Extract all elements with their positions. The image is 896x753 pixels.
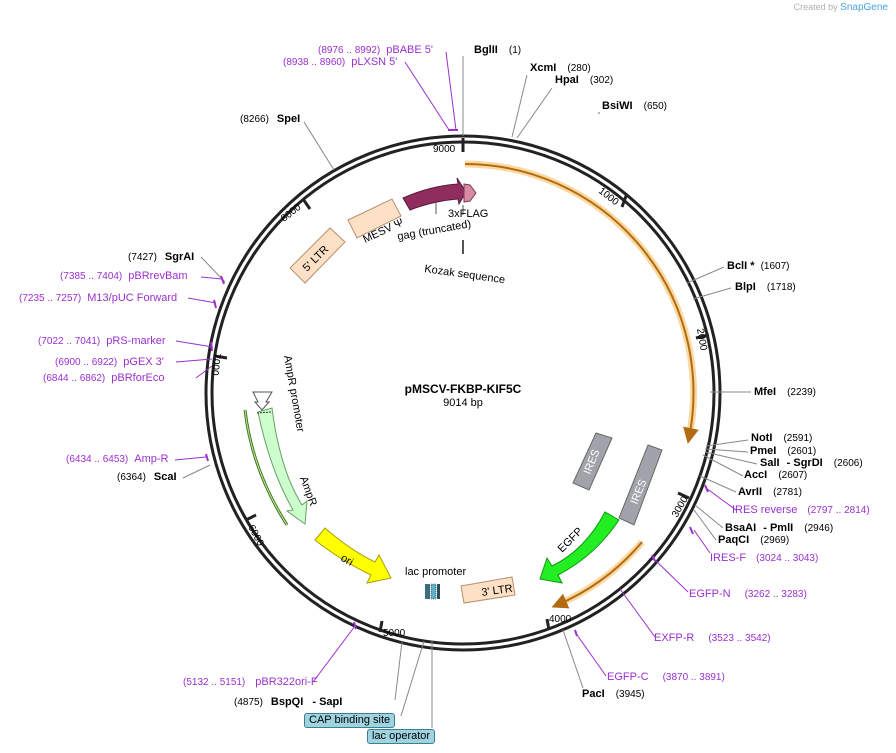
tick-4000: 4000: [549, 614, 572, 625]
ires-box-inner[interactable]: [572, 432, 613, 491]
credit-prefix: Created by: [793, 2, 838, 12]
plasmid-length: 9014 bp: [443, 397, 483, 409]
enzyme-bcli[interactable]: BclI * (1607): [727, 260, 790, 272]
enzyme-blpi[interactable]: BlpI (1718): [735, 281, 796, 293]
primer-egfp-c[interactable]: EGFP-C(3870 .. 3891): [607, 671, 725, 683]
lac-promoter-mark-a[interactable]: [425, 584, 430, 599]
enzyme-scai[interactable]: (6364)ScaI: [117, 471, 177, 483]
cds-arc-lower[interactable]: [551, 541, 643, 609]
tick-7000: 7000: [209, 353, 222, 377]
flag-arrow[interactable]: [463, 183, 477, 203]
cds-arc-upper[interactable]: [464, 163, 699, 444]
primer-pbrforeco[interactable]: (6844 .. 6862)pBRforEco: [43, 372, 165, 384]
ltr3-box[interactable]: [460, 576, 516, 604]
primer-ires-reverse[interactable]: IRES reverse(2797 .. 2814): [732, 504, 870, 516]
primer-prs-marker[interactable]: (7022 .. 7041)pRS-marker: [38, 335, 166, 347]
enzyme-sgrai[interactable]: (7427)SgrAI: [128, 251, 195, 263]
ampr-promoter-arrow[interactable]: [252, 391, 273, 411]
enzyme-sali-sgrdi[interactable]: SalI - SgrDI (2606): [760, 457, 863, 469]
enzyme-avrii[interactable]: AvrII (2781): [738, 486, 803, 498]
ori-arrow[interactable]: [314, 527, 392, 584]
lac-promoter-mark-c[interactable]: [437, 584, 440, 599]
enzyme-noti[interactable]: NotI (2591): [751, 432, 813, 444]
lac-promoter-label: lac promoter: [405, 566, 466, 578]
tick-2000: 2000: [694, 328, 709, 352]
enzyme-hpai[interactable]: HpaI (302): [555, 74, 614, 86]
created-by-credit: Created by SnapGene: [794, 2, 888, 13]
primer-pbabe5[interactable]: (8976 .. 8992)pBABE 5': [318, 44, 434, 56]
primer-egfp-n[interactable]: EGFP-N(3262 .. 3283): [689, 588, 807, 600]
plasmid-name: pMSCV-FKBP-KIF5C: [405, 382, 522, 396]
primer-m13-puc-forward[interactable]: (7235 .. 7257)M13/pUC Forward: [19, 292, 178, 304]
enzyme-bsaai-pmli[interactable]: BsaAI - PmlI (2946): [725, 522, 834, 534]
gag-arrow[interactable]: [402, 177, 467, 211]
ires-box-outer[interactable]: [618, 444, 663, 526]
primer-pbrrevbam[interactable]: (7385 .. 7404)pBRrevBam: [60, 270, 188, 282]
ltr5-box[interactable]: [289, 227, 346, 284]
flag-label: 3xFLAG: [448, 208, 488, 220]
egfp-arrow[interactable]: [539, 511, 620, 584]
ampr-arrow[interactable]: [257, 407, 308, 525]
primer-pbr322ori-f[interactable]: (5132 .. 5151)pBR322ori-F: [183, 676, 318, 688]
enzyme-paqci[interactable]: PaqCI (2969): [718, 534, 790, 546]
enzyme-pmei[interactable]: PmeI (2601): [750, 445, 817, 457]
enzyme-xcmi[interactable]: XcmI (280): [530, 62, 591, 74]
primer-ires-f[interactable]: IRES-F(3024 .. 3043): [710, 552, 819, 564]
enzyme-acci[interactable]: AccI (2607): [744, 469, 808, 481]
primer-marks: [205, 129, 709, 637]
snapgene-logo: SnapGene: [840, 2, 888, 13]
enzyme-bspqi-sapi[interactable]: (4875)BspQI - SapI: [234, 696, 343, 708]
primer-exfp-r[interactable]: EXFP-R(3523 .. 3542): [654, 632, 771, 644]
enzyme-spei[interactable]: (8266)SpeI: [240, 113, 301, 125]
ampr-promoter-tick: [256, 411, 272, 414]
mesv-psi-box[interactable]: [347, 198, 402, 239]
lac-operator-label[interactable]: lac operator: [367, 729, 436, 744]
enzyme-bsiwi[interactable]: BsiWI (650): [602, 100, 667, 112]
enzyme-paci[interactable]: PacI (3945): [582, 688, 645, 700]
primer-pgex3[interactable]: (6900 .. 6922)pGEX 3': [55, 356, 164, 368]
enzyme-bglii[interactable]: BglII (1): [474, 44, 522, 56]
primer-leaders: [174, 51, 737, 683]
primer-plxsn5[interactable]: (8938 .. 8960)pLXSN 5': [283, 56, 398, 68]
tick-marks: [214, 138, 710, 633]
tick-5000: 5000: [383, 628, 406, 639]
enzyme-mfei[interactable]: MfeI (2239): [754, 386, 816, 398]
tick-9000: 9000: [433, 144, 456, 155]
cap-binding-site-label[interactable]: CAP binding site: [304, 713, 396, 728]
ltr3-label: 3' LTR: [481, 583, 514, 599]
primer-amp-r[interactable]: (6434 .. 6453)Amp-R: [66, 453, 169, 465]
ori-label: ori: [339, 552, 356, 569]
lac-promoter-mark-b[interactable]: [430, 583, 437, 600]
enzyme-leaders: [182, 56, 758, 728]
ampr-orf-arc-highlight: [244, 409, 288, 526]
